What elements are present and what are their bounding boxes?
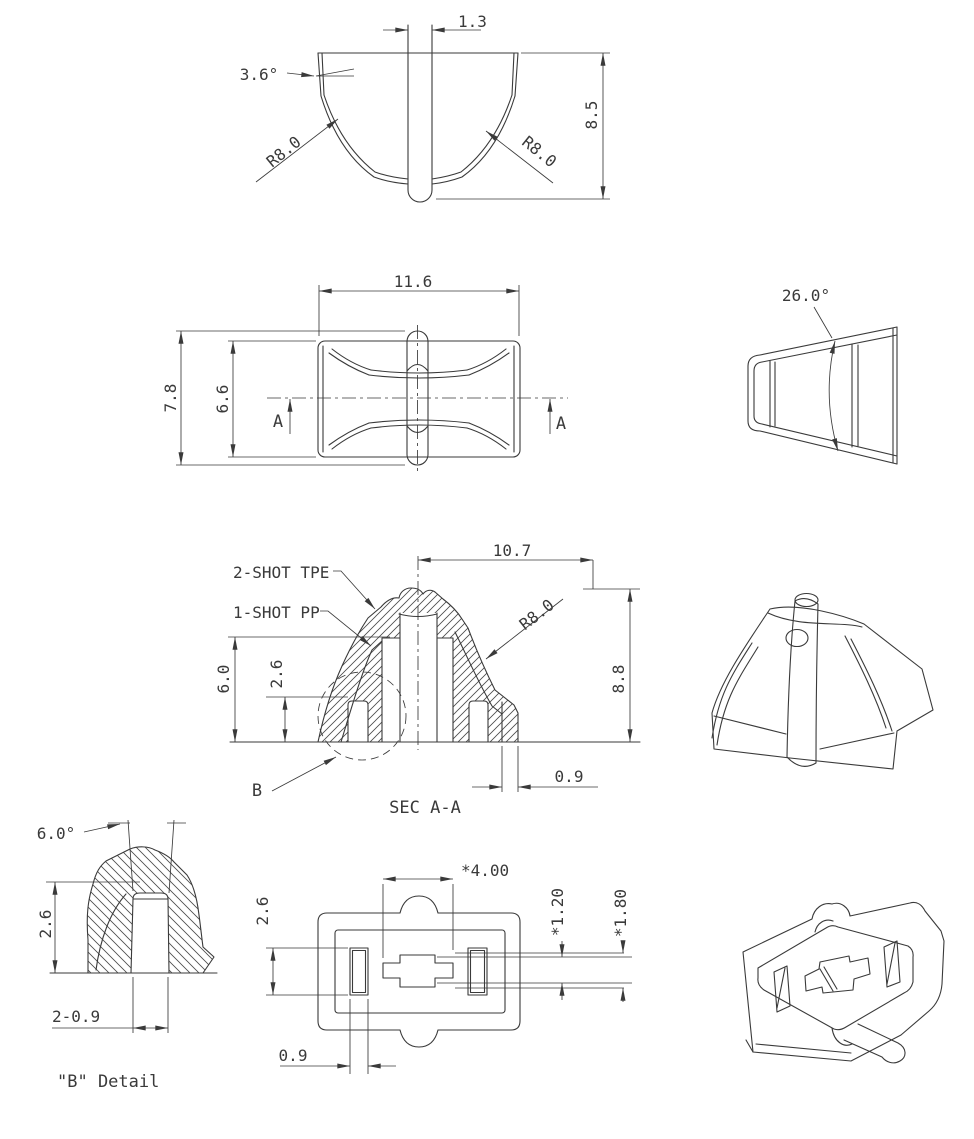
dim-sec-slot-height: 2.6 [267, 660, 286, 689]
dim-plan-width: 11.6 [394, 272, 433, 291]
section-arrow-label-left: A [273, 412, 283, 432]
callout-1shot-pp: 1-SHOT PP [233, 603, 320, 622]
detail-b-title: "B" Detail [57, 1072, 159, 1092]
detail-b-view: 6.0° 2.6 2-0.9 "B" Detail [36, 820, 217, 1092]
dim-radius-left: R8.0 [263, 132, 305, 171]
dim-sec-radius: R8.0 [516, 595, 558, 634]
dim-taper-angle: 26.0° [782, 286, 830, 305]
dim-bottom-inner-b: *1.80 [611, 889, 630, 937]
plan-view: 11.6 7.8 6.6 A A [161, 272, 568, 471]
side-taper-view: 26.0° [748, 286, 897, 464]
dim-tip-width: 1.3 [458, 12, 487, 31]
isometric-top-view [712, 594, 933, 770]
section-arrow-label-right: A [556, 414, 566, 434]
detail-ref-label: B [252, 781, 262, 801]
dim-bottom-slot-width: 0.9 [279, 1046, 308, 1065]
dim-detail-slot: 2-0.9 [52, 1007, 100, 1026]
dim-bottom-slot-height: 2.6 [253, 897, 272, 926]
bottom-view: *4.00 2.6 *1.20 *1.80 0.9 [253, 861, 632, 1074]
dim-draft-angle: 3.6° [240, 65, 279, 84]
isometric-bottom-view [743, 902, 944, 1062]
dim-sec-width: 10.7 [493, 541, 532, 560]
top-profile-view: 1.3 8.5 3.6° R8.0 R8.0 [240, 12, 610, 202]
dim-plan-outer-height: 7.8 [161, 384, 180, 413]
section-view: 10.7 8.8 6.0 2.6 0.9 R8.0 2-SHOT TPE 1-S… [214, 541, 640, 818]
dim-detail-height: 2.6 [36, 910, 55, 939]
dim-bottom-boss-width: *4.00 [461, 861, 509, 880]
dim-plan-inner-height: 6.6 [213, 385, 232, 414]
dim-bottom-inner-a: *1.20 [548, 888, 567, 936]
dim-sec-height: 8.8 [609, 665, 628, 694]
section-title: SEC A-A [389, 798, 461, 818]
dim-detail-angle: 6.0° [37, 824, 76, 843]
dim-top-height: 8.5 [582, 101, 601, 130]
callout-2shot-tpe: 2-SHOT TPE [233, 563, 329, 582]
dim-radius-right: R8.0 [518, 132, 560, 171]
dim-sec-core-height: 6.0 [214, 665, 233, 694]
dim-sec-wall: 0.9 [555, 767, 584, 786]
